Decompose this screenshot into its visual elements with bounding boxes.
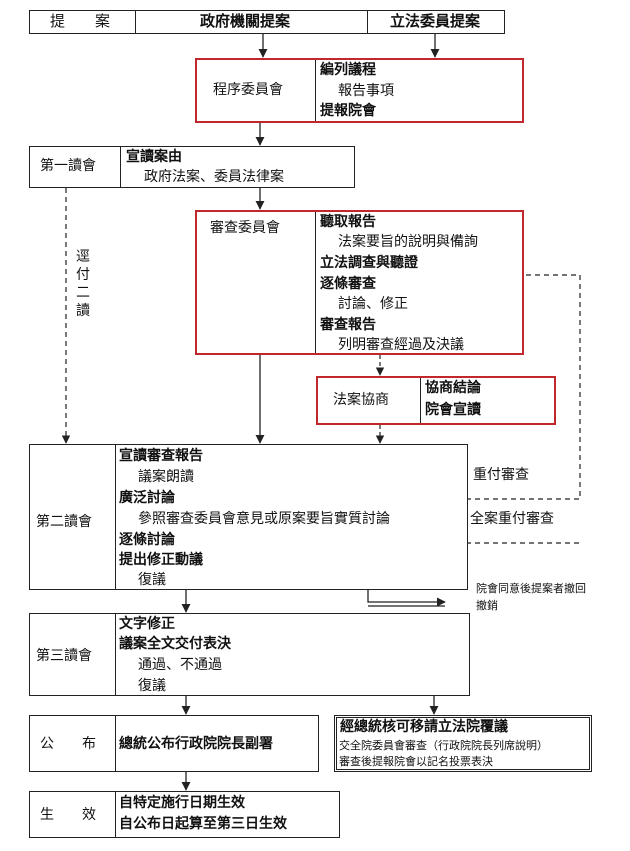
procedure-line3: 提報院會 <box>320 103 376 119</box>
third-reading-divider <box>115 613 116 696</box>
header-gov-bill: 政府機關提案 <box>200 12 291 30</box>
review-line3: 立法調查與聽證 <box>320 255 418 271</box>
second-reading-line5: 逐條討論 <box>119 532 175 548</box>
first-reading-label: 第一讀會 <box>40 158 96 174</box>
negotiation-divider <box>420 378 421 423</box>
review-committee-label: 審查委員會 <box>210 220 280 236</box>
effect-line2: 自公布日起算至第三日生效 <box>119 816 287 832</box>
third-reading-line1: 文字修正 <box>119 616 175 632</box>
procedure-divider <box>315 60 316 121</box>
review-line1: 聽取報告 <box>320 214 376 230</box>
third-reading-line4: 復議 <box>138 678 166 694</box>
effect-box <box>29 791 340 838</box>
third-reading-label: 第三讀會 <box>36 648 92 664</box>
effect-label: 生 效 <box>40 807 96 823</box>
header-legislator-cell <box>367 10 505 34</box>
procedure-box <box>195 58 524 123</box>
first-reading-line2: 政府法案、委員法律案 <box>144 169 284 185</box>
reconsideration-inner-border <box>336 717 590 770</box>
withdraw-note: 院會同意後提案者撤回 <box>476 582 586 595</box>
review-divider <box>315 212 316 353</box>
procedure-line2: 報告事項 <box>338 83 394 99</box>
second-reading-line4: 參照審查委員會意見或原案要旨實質討論 <box>138 511 390 527</box>
second-reading-line3: 廣泛討論 <box>119 490 175 506</box>
re-review-label: 重付審查 <box>473 467 529 483</box>
second-reading-label: 第二讀會 <box>36 514 92 530</box>
withdraw-label: 撤銷 <box>476 599 498 612</box>
full-re-review-label: 全案重付審查 <box>470 511 554 527</box>
second-reading-line6: 提出修正動議 <box>119 552 203 568</box>
promulgation-label: 公 布 <box>40 736 96 752</box>
promulgation-box <box>29 715 319 772</box>
second-reading-line2: 議案朗讀 <box>138 469 194 485</box>
header-gov-cell <box>135 10 368 34</box>
review-line2: 法案要旨的說明與備詢 <box>338 234 478 250</box>
first-reading-box <box>29 146 355 188</box>
effect-line1: 自特定施行日期生效 <box>119 795 245 811</box>
second-reading-line1: 宣讀審查報告 <box>119 448 203 464</box>
second-reading-divider <box>115 444 116 590</box>
third-reading-box <box>29 613 470 696</box>
header-proposal-label: 提 案 <box>50 12 111 30</box>
review-line7: 列明審查經過及決議 <box>338 337 464 353</box>
review-box <box>195 210 524 355</box>
reconsideration-title: 經總統核可移請立法院覆議 <box>340 719 508 735</box>
review-line6: 審查報告 <box>320 317 376 333</box>
header-legislator-bill: 立法委員提案 <box>390 12 481 30</box>
first-reading-line1: 宣讀案由 <box>126 149 182 165</box>
procedure-line1: 編列議程 <box>320 62 376 78</box>
negotiation-box <box>316 376 556 425</box>
review-line4: 逐條審查 <box>320 276 376 292</box>
negotiation-line1: 協商結論 <box>425 380 481 396</box>
header-proposal-cell <box>29 10 136 34</box>
negotiation-label: 法案協商 <box>333 392 389 408</box>
negotiation-line2: 院會宣讀 <box>425 402 481 418</box>
review-line5: 討論、修正 <box>338 296 408 312</box>
reconsideration-line2: 審查後提報院會以記名投票表決 <box>339 755 493 768</box>
reconsideration-line1: 交全院委員會審查（行政院院長列席說明） <box>339 739 548 752</box>
third-reading-line2: 議案全文交付表決 <box>119 636 231 652</box>
promulgation-divider <box>115 715 116 772</box>
first-reading-divider <box>120 146 121 188</box>
effect-divider <box>115 791 116 838</box>
third-reading-line3: 通過、不通過 <box>138 657 222 673</box>
promulgation-text: 總統公布行政院院長副署 <box>119 736 273 752</box>
arrow-withdraw <box>367 590 446 607</box>
procedure-committee-label: 程序委員會 <box>213 82 283 98</box>
second-reading-line7: 復議 <box>138 572 166 588</box>
second-reading-box <box>29 444 468 590</box>
direct-second-label: 逕付二讀 <box>76 249 90 319</box>
